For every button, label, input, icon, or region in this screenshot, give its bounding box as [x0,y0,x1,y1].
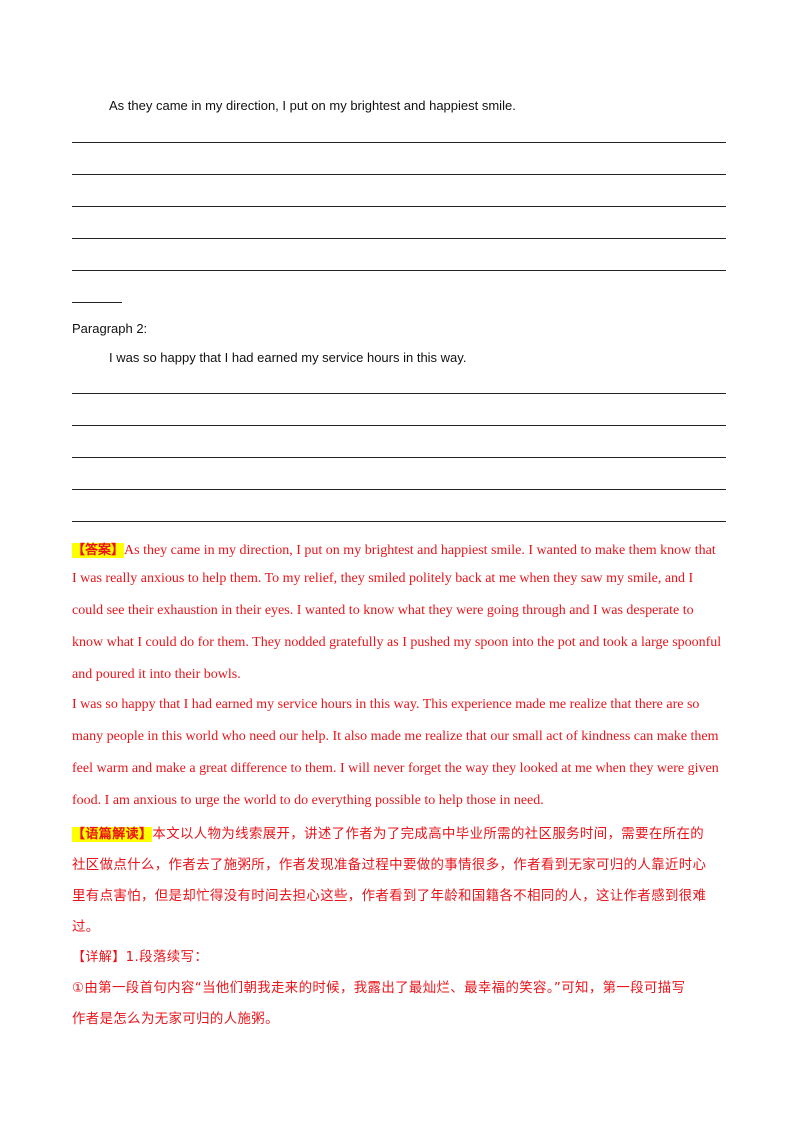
reading-line-2: 社区做点什么，作者去了施粥所，作者发现准备过程中要做的事情很多，作者看到无家可归… [72,858,707,873]
writing-line[interactable] [72,393,726,394]
writing-line[interactable] [72,489,726,490]
answer-line-3: could see their exhaustion in their eyes… [72,603,694,618]
reading-line-1: 【语篇解读】本文以人物为线索展开，讲述了作者为了完成高中毕业所需的社区服务时间，… [72,827,705,842]
answer-line-7: many people in this world who need our h… [72,729,719,744]
detail-heading: 1.段落续写： [125,950,209,965]
paragraph2-label: Paragraph 2: [72,321,148,336]
writing-line[interactable] [72,425,726,426]
detail-line-2: 作者是怎么为无家可归的人施粥。 [72,1012,279,1027]
writing-line[interactable] [72,457,726,458]
detail-line-1: ①由第一段首句内容“当他们朝我走来的时候，我露出了最灿烂、最幸福的笑容。”可知，… [72,981,686,996]
reading-tag: 【语篇解读】 [72,827,153,842]
answer-line-5: and poured it into their bowls. [72,667,241,682]
reading-line-4: 过。 [72,920,100,935]
detail-tag: 【详解】 [72,950,126,965]
answer-line-6: I was so happy that I had earned my serv… [72,697,700,712]
writing-line-short[interactable] [72,302,122,303]
writing-line[interactable] [72,174,726,175]
answer-line-4: know what I could do for them. They nodd… [72,635,722,650]
reading-line-3: 里有点害怕，但是却忙得没有时间去担心这些，作者看到了年龄和国籍各不相同的人，这让… [72,889,707,904]
answer-line-1: 【答案】As they came in my direction, I put … [72,543,716,558]
answer-tag: 【答案】 [72,543,125,558]
answer-line-8: feel warm and make a great difference to… [72,761,719,776]
paragraph1-start-sentence: As they came in my direction, I put on m… [109,98,516,113]
answer-line-2: I was really anxious to help them. To my… [72,571,694,586]
writing-line[interactable] [72,206,726,207]
paragraph2-start-sentence: I was so happy that I had earned my serv… [109,350,467,365]
writing-line[interactable] [72,238,726,239]
detail-heading-line: 【详解】1.段落续写： [72,945,208,965]
writing-line[interactable] [72,270,726,271]
answer-line-9: food. I am anxious to urge the world to … [72,793,544,808]
writing-line[interactable] [72,521,726,522]
writing-line[interactable] [72,142,726,143]
